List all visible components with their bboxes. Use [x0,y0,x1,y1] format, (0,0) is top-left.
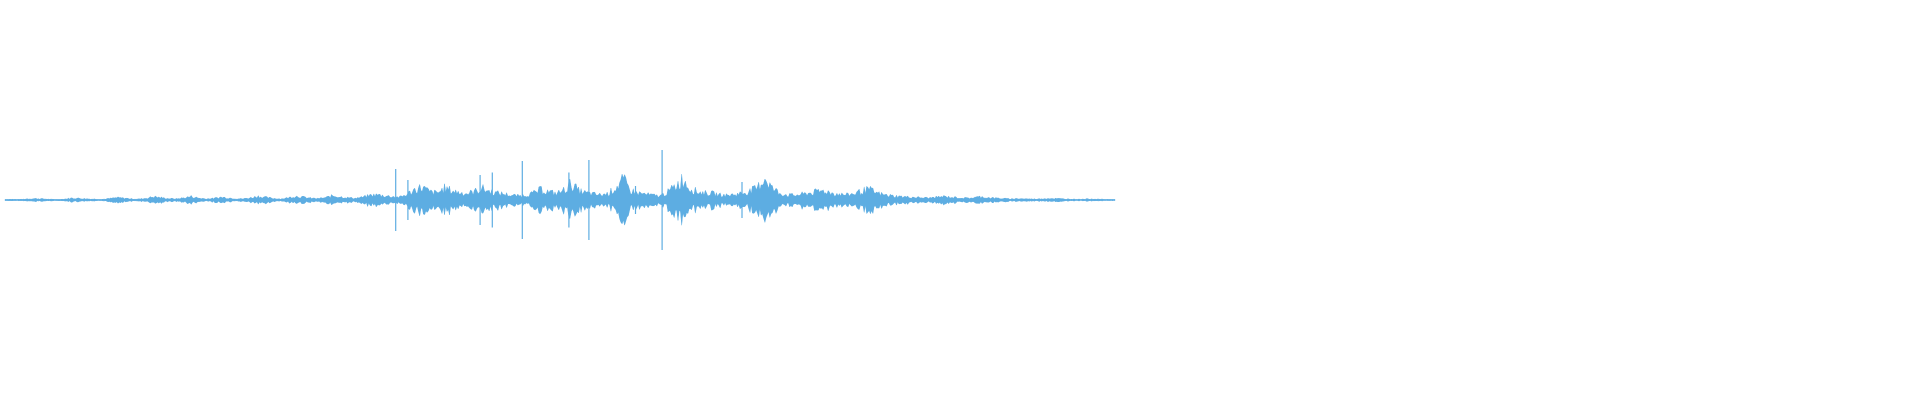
waveform-spikes [395,150,743,250]
waveform-envelope [4,173,1116,227]
